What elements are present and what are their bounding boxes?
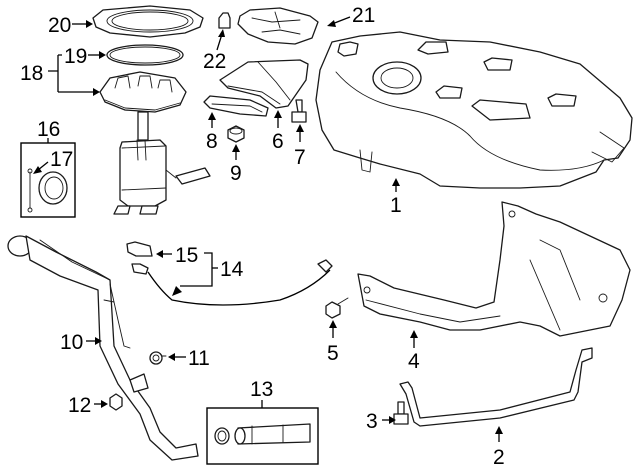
callout-14[interactable]: 14 bbox=[220, 258, 244, 281]
bracket-part[interactable] bbox=[203, 95, 269, 117]
callout-18[interactable]: 18 bbox=[20, 62, 43, 85]
callout-12[interactable]: 12 bbox=[68, 394, 91, 417]
callout-labels: 20 19 18 22 21 8 6 7 9 1 16 17 15 14 10 … bbox=[20, 4, 505, 469]
hose-kit-part[interactable] bbox=[206, 407, 319, 465]
callout-2[interactable]: 2 bbox=[493, 446, 505, 469]
callout-11[interactable]: 11 bbox=[188, 347, 210, 370]
filler-pipe-bolt-part[interactable] bbox=[149, 351, 167, 365]
seal-part[interactable] bbox=[106, 44, 184, 66]
callout-5[interactable]: 5 bbox=[327, 342, 339, 365]
heat-shield-part[interactable] bbox=[219, 59, 309, 109]
callout-4[interactable]: 4 bbox=[408, 350, 420, 373]
callout-21[interactable]: 21 bbox=[352, 4, 375, 27]
wiring-harness-part[interactable] bbox=[126, 241, 333, 306]
callout-9[interactable]: 9 bbox=[230, 162, 242, 185]
shield-top-part[interactable] bbox=[237, 7, 319, 45]
callout-15[interactable]: 15 bbox=[175, 244, 198, 267]
fuel-cap-kit-part[interactable] bbox=[20, 142, 76, 218]
stud-part[interactable] bbox=[291, 99, 307, 123]
strap-bolt-part[interactable] bbox=[393, 401, 409, 425]
tank-strap-part[interactable] bbox=[399, 347, 593, 427]
callout-10[interactable]: 10 bbox=[60, 331, 83, 354]
nut-part[interactable] bbox=[227, 125, 245, 143]
filler-pipe-part[interactable] bbox=[7, 235, 199, 461]
callout-3[interactable]: 3 bbox=[366, 410, 378, 433]
tank-shield-part[interactable] bbox=[357, 201, 631, 337]
callout-16[interactable]: 16 bbox=[37, 118, 60, 141]
leader-lines bbox=[33, 16, 503, 442]
callout-6[interactable]: 6 bbox=[272, 130, 284, 153]
callout-8[interactable]: 8 bbox=[206, 130, 218, 153]
lock-ring-part[interactable] bbox=[92, 5, 204, 38]
fuel-pump-module-part[interactable] bbox=[99, 71, 211, 215]
clip-part[interactable] bbox=[218, 12, 231, 29]
callout-13[interactable]: 13 bbox=[250, 378, 273, 401]
callout-19[interactable]: 19 bbox=[64, 45, 87, 68]
filler-pipe-nut-part[interactable] bbox=[109, 393, 123, 411]
callout-20[interactable]: 20 bbox=[48, 14, 71, 37]
callout-22[interactable]: 22 bbox=[203, 50, 226, 73]
callout-17[interactable]: 17 bbox=[50, 148, 73, 171]
callout-1[interactable]: 1 bbox=[390, 194, 402, 217]
shield-bolt-part[interactable] bbox=[325, 297, 349, 319]
fuel-tank-part[interactable] bbox=[315, 31, 633, 189]
callout-7[interactable]: 7 bbox=[294, 146, 306, 169]
